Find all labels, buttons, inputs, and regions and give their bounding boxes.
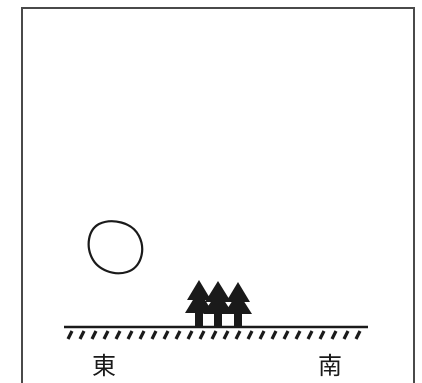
label-east: 東: [92, 352, 116, 380]
moon-outline: [89, 221, 142, 273]
tree-group: [185, 280, 252, 327]
tree-right: [224, 282, 252, 327]
ground-hatching: [68, 331, 360, 339]
label-south: 南: [318, 352, 342, 380]
tree-left: [185, 280, 213, 327]
